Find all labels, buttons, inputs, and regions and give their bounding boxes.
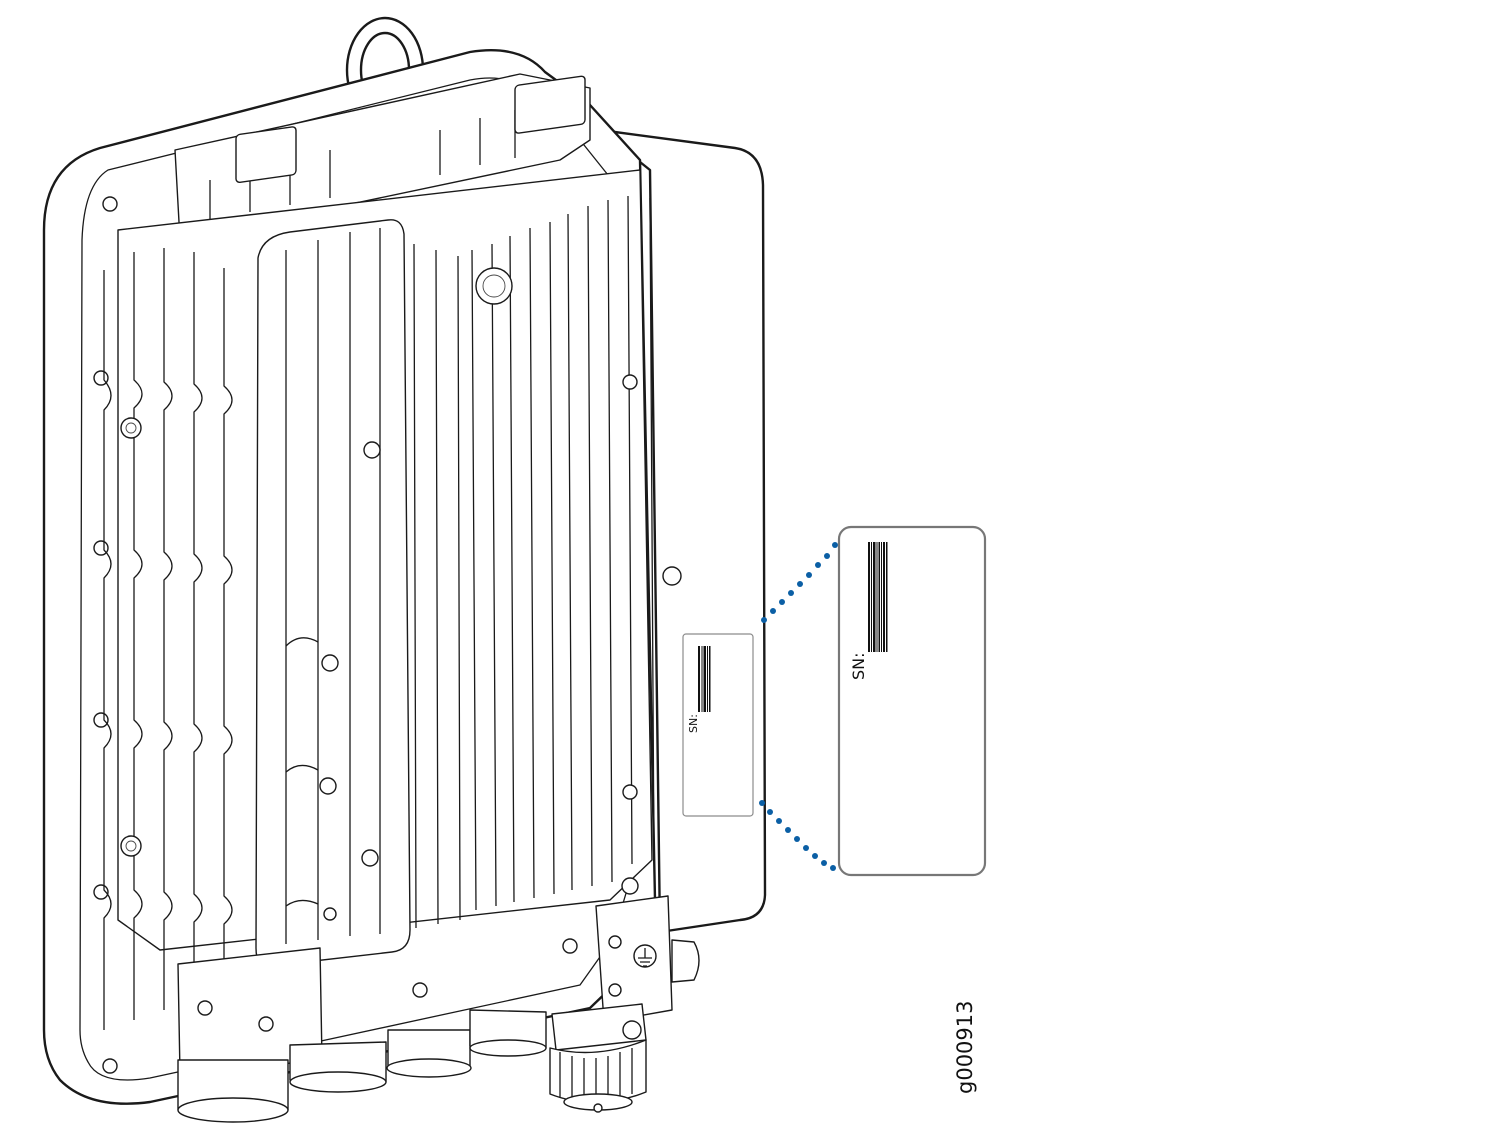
device-serial-label: SN:	[682, 633, 754, 817]
figure-id-label: g000913	[953, 1001, 977, 1095]
center-right-cooling-fins	[413, 195, 682, 929]
round-connector	[549, 1003, 647, 1113]
outdoor-device-illustration: SN:	[42, 16, 767, 1123]
main-chassis	[103, 169, 682, 1030]
callout-sn-text: SN:	[849, 652, 868, 680]
bottom-connectors	[177, 895, 700, 1123]
callout-barcode	[868, 542, 888, 652]
side-port-cylinder	[671, 939, 700, 983]
device-label-barcode	[698, 646, 711, 712]
top-heat-sink	[174, 73, 591, 241]
callout-dotted-leaders	[759, 542, 838, 871]
callout-serial-label-enlarged: SN:	[837, 525, 987, 877]
left-cooling-fins	[103, 248, 233, 1030]
central-cover	[255, 219, 411, 967]
device-label-sn-text: SN:	[687, 714, 700, 733]
